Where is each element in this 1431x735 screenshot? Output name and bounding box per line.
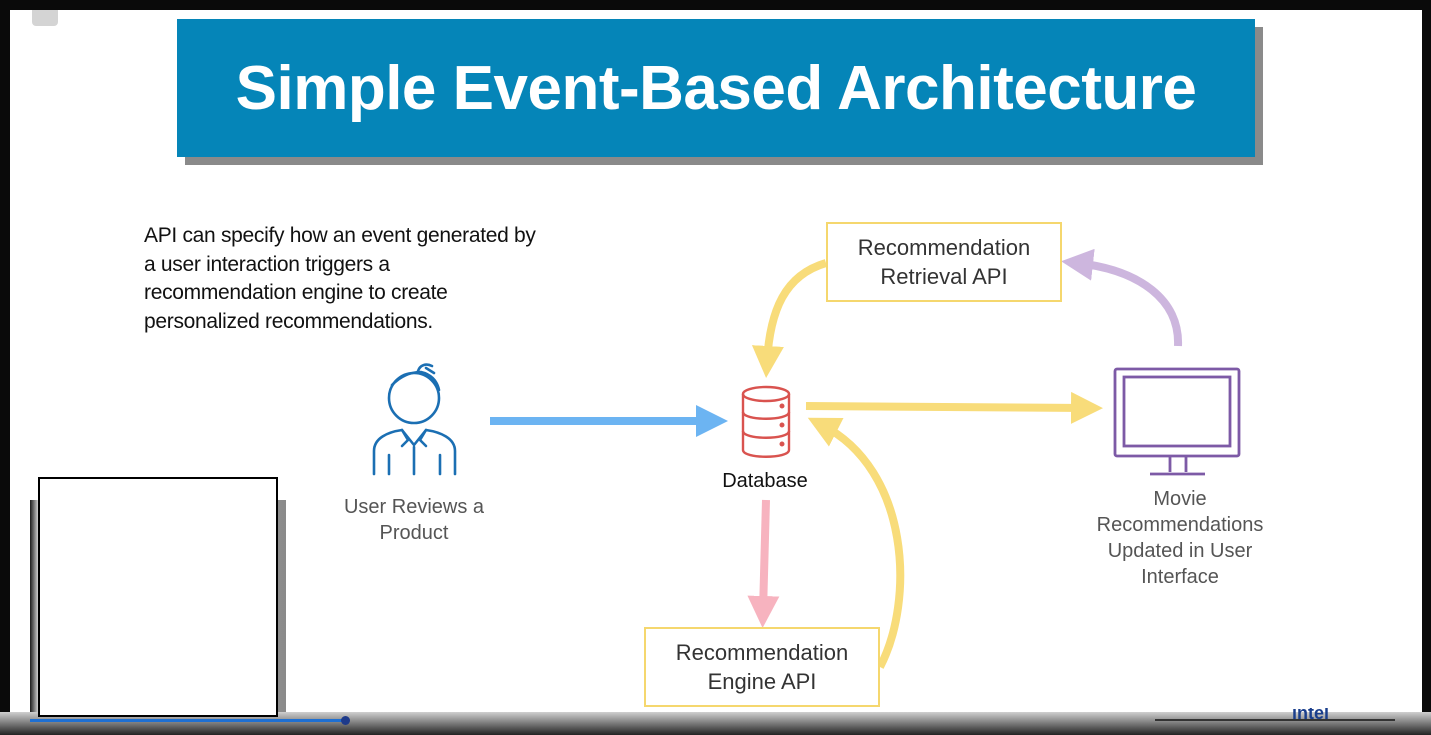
footer-divider — [1155, 719, 1395, 721]
description-text: API can specify how an event generated b… — [144, 224, 536, 333]
arrow-database-to-engine — [747, 499, 780, 628]
arrow-engine-to-database — [807, 417, 905, 669]
database-icon — [741, 385, 791, 458]
arrow-monitor-to-retrieval — [1061, 248, 1183, 347]
player-control-bar — [0, 712, 1431, 735]
intel-logo: intel — [1292, 708, 1330, 720]
title-banner: Simple Event-Based Architecture — [177, 19, 1255, 157]
monitor-label: Movie Recommendations Updated in User In… — [1096, 488, 1264, 588]
engine-api-box: Recommendation Engine API — [644, 627, 880, 707]
arrow-database-to-monitor — [805, 391, 1103, 424]
progress-handle[interactable] — [341, 716, 350, 725]
user-icon — [372, 363, 457, 476]
slide-title: Simple Event-Based Architecture — [235, 53, 1197, 123]
retrieval-api-box: Recommendation Retrieval API — [826, 222, 1062, 302]
corner-tab[interactable] — [32, 10, 58, 26]
monitor-icon — [1113, 367, 1241, 476]
picture-in-picture-overlay[interactable] — [38, 477, 278, 717]
database-label: Database — [722, 470, 808, 492]
arrow-retrieval-to-database — [751, 259, 828, 378]
progress-bar[interactable] — [30, 719, 345, 722]
user-label: User Reviews a Product — [343, 496, 485, 544]
